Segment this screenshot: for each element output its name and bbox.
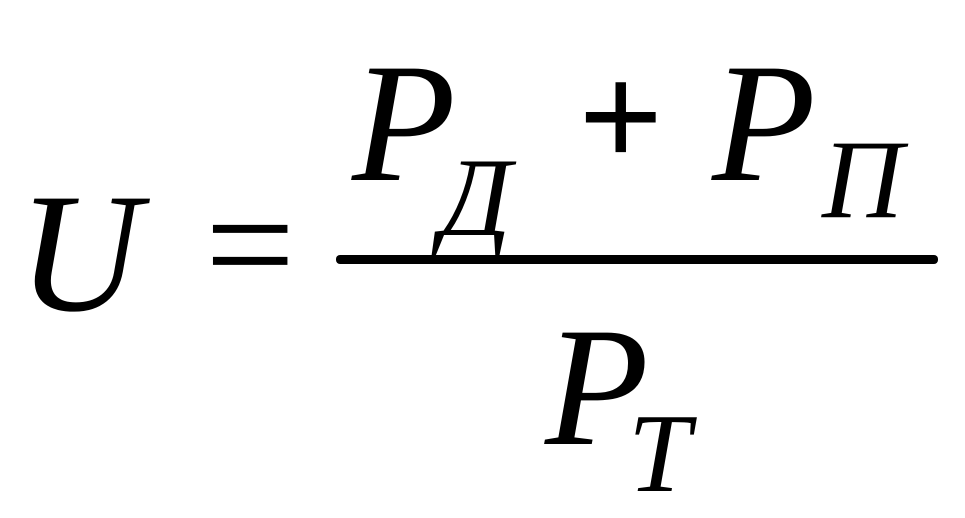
- denominator-subscript: Т: [628, 392, 691, 516]
- denominator-symbol: P: [545, 293, 649, 481]
- numerator-term2-subscript: П: [822, 118, 903, 242]
- numerator-term1-subscript: Д: [440, 136, 512, 260]
- formula-lhs-symbol: U: [18, 159, 141, 347]
- fraction-bar: [336, 255, 938, 264]
- equals-sign: =: [205, 155, 296, 333]
- plus-operator: +: [578, 34, 664, 200]
- numerator-term2-symbol: P: [712, 29, 816, 217]
- numerator-term1-symbol: P: [352, 29, 456, 217]
